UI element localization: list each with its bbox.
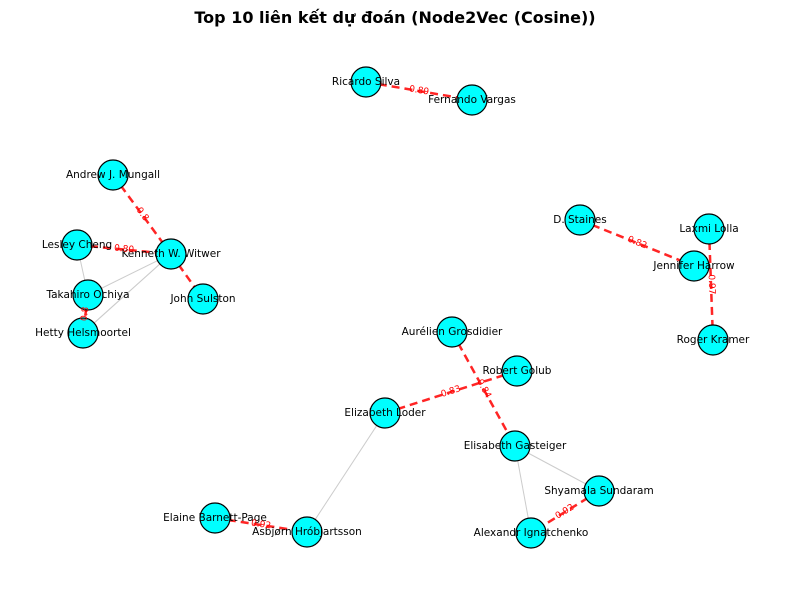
node-lesley-cheng[interactable]: [61, 229, 93, 261]
node-ricardo-silva[interactable]: [350, 66, 382, 98]
node-elizabeth-loder[interactable]: [369, 397, 401, 429]
node-label: Robert Golub: [483, 365, 552, 377]
predicted-edge: [76, 243, 172, 256]
edge-score-label: 0.8: [80, 306, 92, 322]
node-shyamala-sundaram[interactable]: [583, 475, 615, 507]
node-label: Takahiro Ochiya: [45, 289, 129, 301]
node-label: Jennifer Harrow: [652, 260, 735, 272]
node-label: Elisabeth Gasteiger: [464, 440, 567, 452]
node-label: Kenneth W. Witwer: [121, 248, 221, 260]
node-aurelien-grosdidier[interactable]: [436, 316, 468, 348]
edge-score-label: 0.92: [554, 502, 576, 521]
predicted-edge: [384, 369, 518, 415]
edge-score-label: 0.83: [440, 384, 462, 400]
node-laxmi-lolla[interactable]: [693, 213, 725, 245]
node-elaine-barnett-page[interactable]: [199, 502, 231, 534]
node-john-sulston[interactable]: [187, 283, 219, 315]
node-d-staines[interactable]: [564, 204, 596, 236]
node-kenneth-w-witwer[interactable]: [155, 238, 187, 270]
node-label: Ricardo Silva: [332, 76, 400, 88]
node-label: Shyamala Sundaram: [544, 485, 653, 497]
node-label: Lesley Cheng: [42, 239, 112, 251]
node-roger-kramer[interactable]: [697, 324, 729, 356]
edge-score-label: 0.97: [706, 274, 717, 294]
edge-score-label: 0.89: [408, 84, 430, 97]
predicted-edge: [111, 174, 173, 255]
predicted-edge: [707, 228, 715, 341]
predicted-edge: [579, 218, 695, 268]
chart-title: Top 10 liên kết dự đoán (Node2Vec (Cosin…: [194, 8, 596, 27]
existing-edge: [306, 412, 386, 533]
edge-score-label: 0.84: [474, 378, 493, 401]
node-label: Laxmi Lolla: [679, 223, 738, 235]
node-fernando-vargas[interactable]: [456, 84, 488, 116]
node-label: Alexandr Ignatchenko: [474, 527, 589, 539]
node-hetty-helsmoortel[interactable]: [67, 317, 99, 349]
edge-score-label: 0.92: [250, 519, 271, 532]
node-label: Andrew J. Mungall: [66, 169, 160, 181]
node-takahiro-ochiya[interactable]: [72, 279, 104, 311]
node-label: Hetty Helsmoortel: [35, 327, 131, 339]
node-andrew-j-mungall[interactable]: [97, 159, 129, 191]
edge-score-label: 0.82: [626, 235, 648, 252]
predicted-edge: [450, 331, 517, 447]
node-robert-golub[interactable]: [501, 355, 533, 387]
predicted-edge: [365, 80, 473, 102]
node-label: D. Staines: [553, 214, 606, 226]
node-label: Aurélien Grosdidier: [402, 326, 503, 338]
node-elisabeth-gasteiger[interactable]: [499, 430, 531, 462]
edge-score-label: 0.80: [114, 244, 135, 256]
node-jennifer-harrow[interactable]: [678, 250, 710, 282]
node-asbjorn-hrobjartsson[interactable]: [291, 516, 323, 548]
node-label: Elaine Barnett-Page: [163, 512, 267, 524]
node-label: John Sulston: [169, 293, 235, 305]
existing-edge: [514, 445, 600, 492]
existing-edge: [82, 253, 172, 334]
node-label: Fernando Vargas: [428, 94, 516, 106]
node-label: Asbjørn Hróbjartsson: [252, 526, 362, 538]
node-label: Roger Kramer: [677, 334, 750, 346]
node-label: Elizabeth Loder: [344, 407, 426, 419]
node-alexandr-ignatchenko[interactable]: [515, 517, 547, 549]
